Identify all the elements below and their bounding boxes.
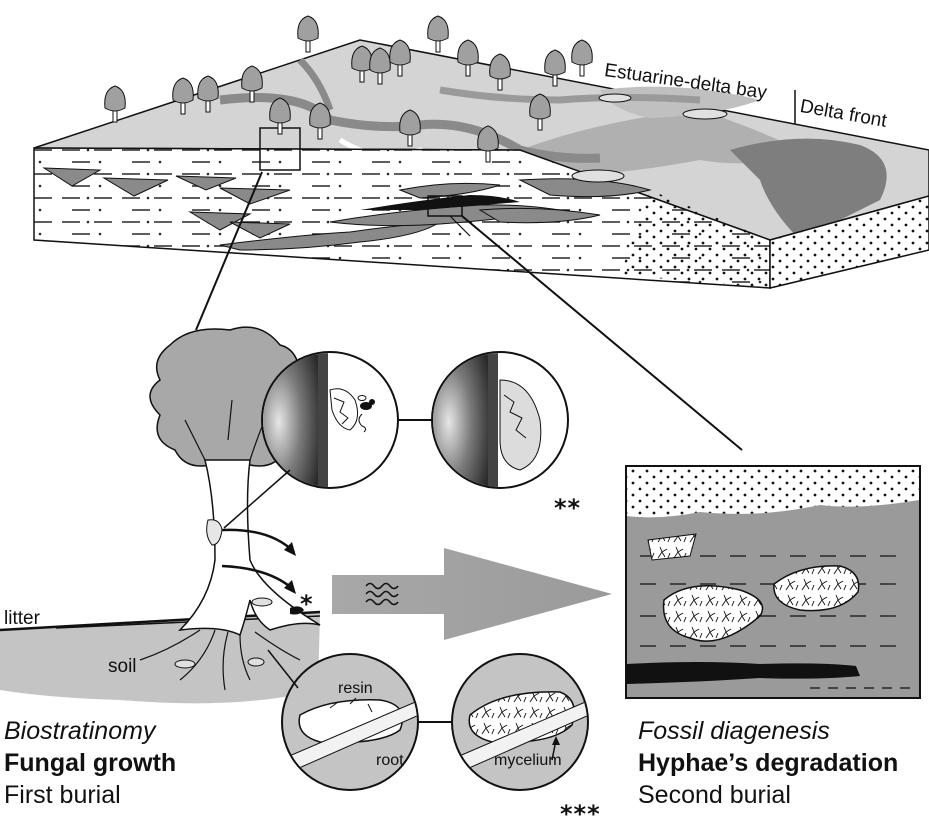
label-mycelium: mycelium [494, 752, 562, 770]
surface-tree-icon [105, 86, 126, 122]
caption-right-bold: Hyphae’s degradation [638, 748, 898, 778]
magnifier-resin-flow [262, 352, 398, 492]
label-soil: soil [108, 656, 137, 678]
marker-single: * [300, 590, 314, 618]
surface-tree-icon [298, 16, 319, 52]
caption-left-plain: First burial [4, 780, 121, 810]
magnifier-resin-root [280, 654, 426, 790]
surface-tree-icon [428, 16, 449, 52]
surface-tree-icon [572, 40, 593, 76]
magnifier-resin-trap [432, 352, 568, 492]
caption-left-italic: Biostratinomy [4, 716, 155, 746]
label-resin: resin [338, 680, 373, 698]
marker-triple: *** [560, 800, 601, 828]
caption-right-plain: Second burial [638, 780, 791, 810]
block-diagram [34, 16, 929, 288]
label-root: root [376, 752, 404, 770]
caption-right-italic: Fossil diagenesis [638, 716, 830, 746]
caption-left-bold: Fungal growth [4, 748, 176, 778]
label-litter: litter [4, 608, 40, 630]
marker-double: ** [554, 494, 581, 522]
diagenesis-panel [626, 466, 920, 698]
